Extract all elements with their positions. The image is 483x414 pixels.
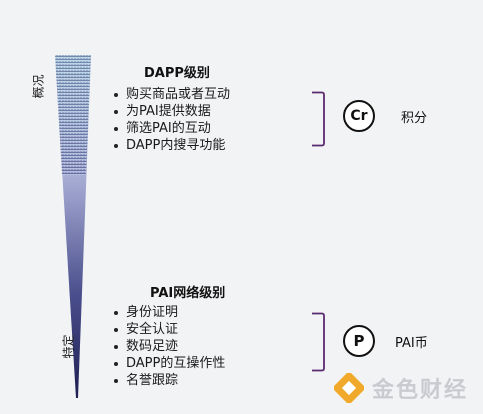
dapp-section-title: DAPP级别 xyxy=(144,66,210,81)
pai-item: 安全认证 xyxy=(114,321,225,338)
pai-item: 名誉跟踪 xyxy=(114,372,225,389)
pai-item: 数码足迹 xyxy=(114,338,225,355)
dapp-item: 筛选PAI的互动 xyxy=(114,120,230,137)
pai-coin-badge-label: PAI币 xyxy=(395,336,428,351)
credit-badge-label: 积分 xyxy=(401,111,428,126)
dapp-item: 购买商品或者互动 xyxy=(114,86,230,103)
pai-section-title: PAI网络级别 xyxy=(150,286,226,301)
pai-item: 身份证明 xyxy=(114,304,225,321)
jinse-logo-icon xyxy=(334,373,364,403)
watermark: 金色财经 xyxy=(334,372,468,404)
axis-bottom-label: 特定 xyxy=(61,334,76,359)
dapp-bracket xyxy=(312,91,325,147)
dapp-item-list: 购买商品或者互动 为PAI提供数据 筛选PAI的互动 DAPP内搜寻功能 xyxy=(114,86,230,154)
dapp-item: 为PAI提供数据 xyxy=(114,103,230,120)
pai-bracket xyxy=(312,312,325,372)
pai-coin-badge-icon: P xyxy=(343,325,375,357)
pai-item-list: 身份证明 安全认证 数码足迹 DAPP的互操作性 名誉跟踪 xyxy=(114,304,225,389)
credit-badge-icon: Cr xyxy=(343,100,375,132)
watermark-text: 金色财经 xyxy=(372,378,469,403)
pai-item: DAPP的互操作性 xyxy=(114,355,225,372)
axis-top-label: 概况 xyxy=(31,74,46,99)
dapp-item: DAPP内搜寻功能 xyxy=(114,137,230,154)
